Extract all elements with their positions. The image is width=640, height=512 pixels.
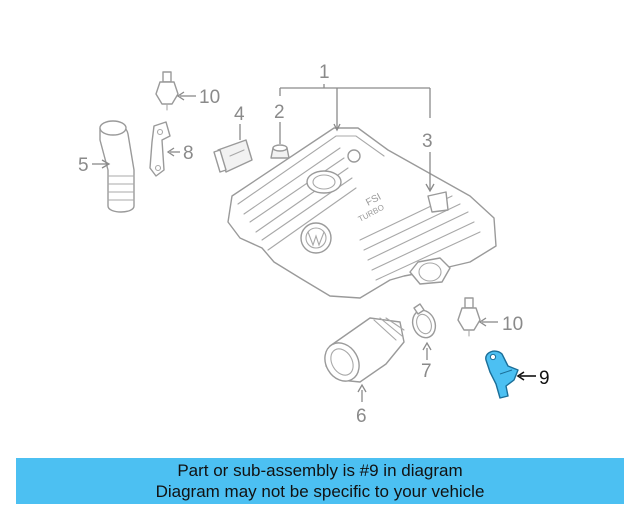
callout-3: 3 <box>422 131 435 193</box>
callout-label-2: 2 <box>274 102 285 123</box>
callout-label-1: 1 <box>319 62 330 83</box>
callout-label-10-top: 10 <box>199 87 220 108</box>
hose-clamp-part-7: 7 <box>411 303 437 382</box>
callout-label-5: 5 <box>78 155 89 176</box>
valve-part-10-top: 10 <box>155 71 220 111</box>
engine-cover: FSI TURBO <box>227 127 497 299</box>
banner-line-disclaimer: Diagram may not be specific to your vehi… <box>155 482 485 501</box>
banner-line-part-number: Part or sub-assembly is #9 in diagram <box>177 461 463 480</box>
sensor-part-4: 4 <box>213 104 253 173</box>
callout-1: 1 <box>279 62 431 132</box>
intake-hose-part-5: 5 <box>78 120 135 213</box>
highlighted-bracket-part-9: 9 <box>485 350 550 399</box>
part-info-banner: Part or sub-assembly is #9 in diagram Di… <box>16 458 624 504</box>
callout-label-6: 6 <box>356 406 367 427</box>
callout-label-7: 7 <box>421 361 432 382</box>
callout-label-9: 9 <box>539 368 550 389</box>
air-duct-part-6: 6 <box>324 317 405 427</box>
grommet-part-2: 2 <box>270 102 290 159</box>
callout-label-4: 4 <box>234 104 245 125</box>
valve-part-10-bottom: 10 <box>457 297 523 337</box>
callout-label-8: 8 <box>183 143 194 164</box>
parts-diagram: FSI TURBO 1 2 3 4 <box>78 62 550 427</box>
callout-label-10-bottom: 10 <box>502 314 523 335</box>
callout-label-3: 3 <box>422 131 433 152</box>
bracket-part-8: 8 <box>149 121 194 177</box>
part-9-shape <box>485 350 519 399</box>
